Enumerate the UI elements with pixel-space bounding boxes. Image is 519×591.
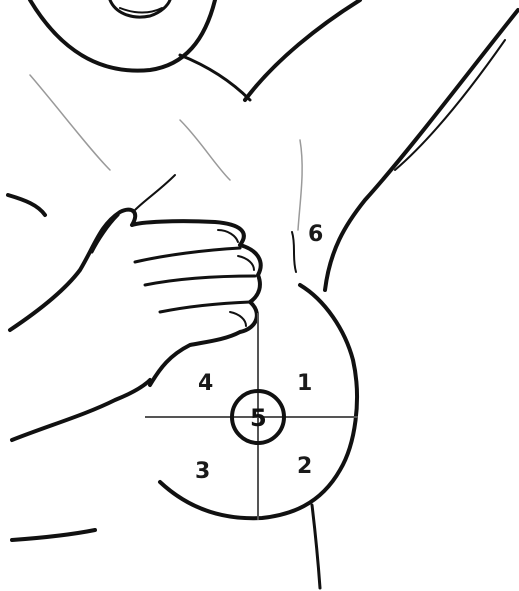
- finger-index: [135, 248, 240, 262]
- fingernail-3: [230, 312, 246, 326]
- fingernail-2: [238, 256, 254, 270]
- region-label-6: 6: [308, 222, 323, 247]
- neck-line: [180, 55, 250, 100]
- torso-side-line: [135, 175, 175, 210]
- armpit-shading: [298, 140, 302, 230]
- region-label-5: 5: [250, 404, 267, 432]
- arm-shading: [395, 40, 505, 170]
- thumb-line: [92, 215, 118, 252]
- region-label-4: 4: [198, 371, 213, 396]
- hand-outline: [10, 210, 261, 385]
- region-label-2: 2: [297, 454, 312, 479]
- finger-middle: [145, 276, 255, 285]
- torso-line-drawing: [8, 0, 518, 588]
- chest-shading: [180, 120, 230, 180]
- finger-ring: [160, 302, 250, 312]
- chin-outline: [30, 0, 215, 71]
- right-lower-edge: [312, 505, 320, 588]
- collarbone-line: [30, 75, 110, 170]
- left-torso-edge: [8, 195, 45, 215]
- forearm-lower: [12, 380, 150, 440]
- left-lower-edge: [12, 530, 95, 540]
- armpit-crease: [292, 232, 296, 272]
- arm-inner-contour: [325, 10, 518, 290]
- region-label-1: 1: [297, 371, 312, 396]
- lip-line: [120, 8, 162, 13]
- arm-outer-contour: [245, 0, 360, 100]
- region-label-3: 3: [195, 459, 210, 484]
- fingernail-1: [218, 230, 238, 242]
